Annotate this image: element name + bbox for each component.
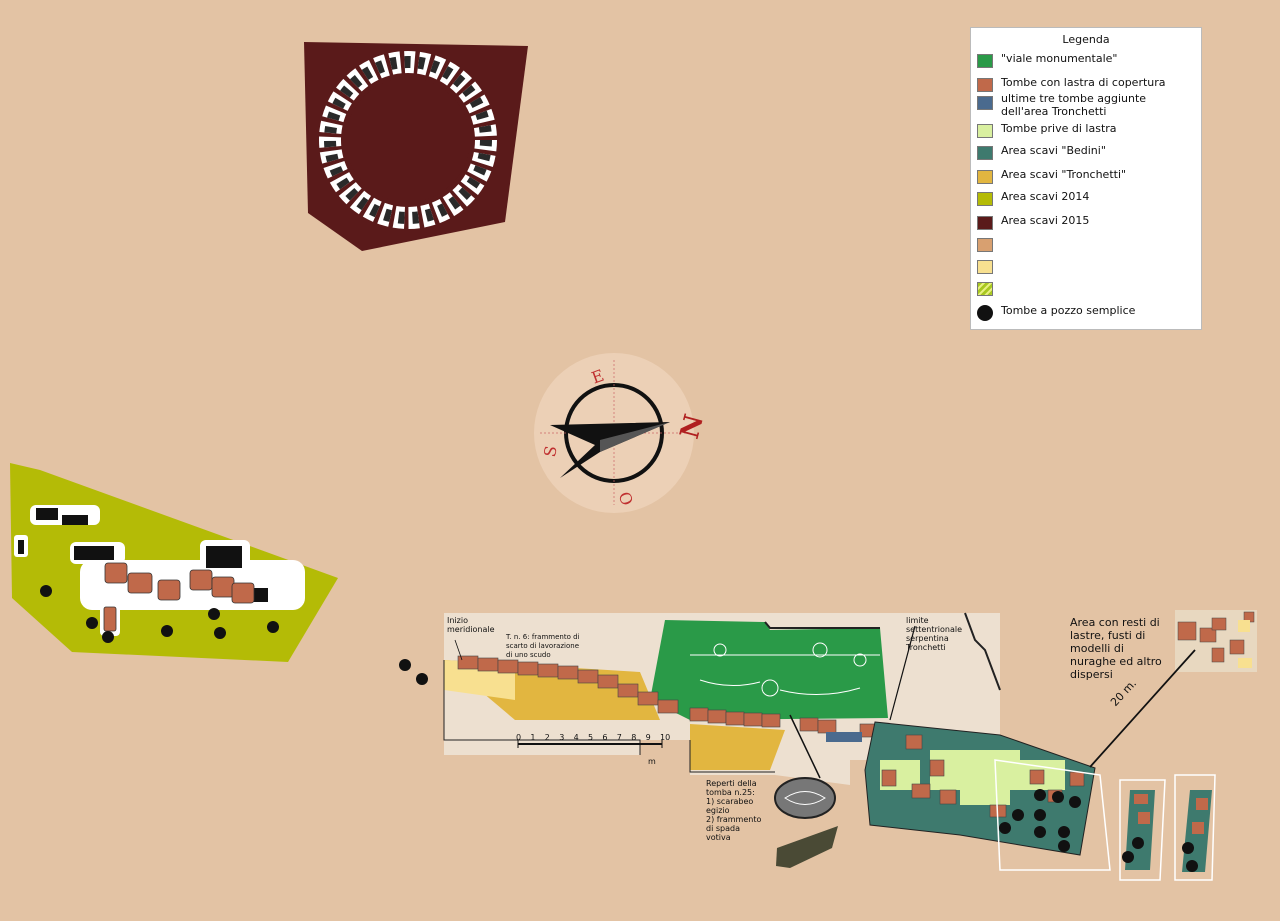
legend-item [977, 236, 1199, 256]
scale-tick-label: 9 [645, 733, 651, 742]
scale-tick-label: 10 [660, 733, 671, 742]
reperti-item-1: 1) scarabeo egizio [706, 797, 754, 815]
scale-tick-label: 1 [530, 733, 536, 742]
legend-label: Area scavi "Bedini" [1001, 144, 1106, 157]
scale-tick-label: 5 [588, 733, 594, 742]
legend-item: Area scavi 2014 [977, 190, 1199, 210]
annotation-reperti: Reperti della tomba n.25: 1) scarabeo eg… [706, 779, 762, 842]
legend-swatch [977, 216, 993, 230]
legend-swatch [977, 170, 993, 184]
legend-swatch [977, 238, 993, 252]
compass-s: S [540, 444, 561, 458]
legend-item [977, 280, 1199, 300]
legend-swatch [977, 192, 993, 206]
legend-label: Tombe con lastra di copertura [1001, 76, 1166, 89]
annotation-area-resti: Area con resti di lastre, fusti di model… [1070, 616, 1162, 681]
annotation-frammento: T. n. 6: frammento di scarto di lavorazi… [506, 633, 580, 659]
legend-item [977, 258, 1199, 278]
legend-item: Area scavi 2015 [977, 214, 1199, 234]
sword-fragment-artifact [776, 826, 838, 868]
legend-swatch [977, 78, 993, 92]
legend-item: ultime tre tombe aggiunte dell'area Tron… [977, 92, 1199, 118]
area-2014 [10, 463, 338, 662]
legend-swatch [977, 96, 993, 110]
legend-label: Area scavi 2015 [1001, 214, 1090, 227]
legend-label: Area scavi "Tronchetti" [1001, 168, 1127, 181]
reperti-title: Reperti della tomba n.25: [706, 779, 757, 797]
scale-unit: m [648, 757, 656, 766]
scale-bar [517, 740, 663, 748]
legend-title: Legenda [1062, 33, 1110, 46]
legend-item: "viale monumentale" [977, 52, 1199, 72]
legend: Legenda "viale monumentale" Tombe con las… [970, 27, 1202, 330]
annotation-limite: limite settentrionale serpentina Tronche… [906, 616, 963, 652]
legend-label: Tombe prive di lastra [1001, 122, 1117, 135]
annotation-inizio: Inizio meridionale [447, 616, 495, 634]
legend-label: Tombe a pozzo semplice [1001, 304, 1136, 317]
scale-tick-label: 4 [573, 733, 579, 742]
legend-item: Tombe a pozzo semplice [977, 304, 1199, 324]
scale-tick-label: 8 [631, 733, 637, 742]
scale-tick-label: 6 [602, 733, 608, 742]
legend-item: Area scavi "Bedini" [977, 144, 1199, 164]
scale-tick-label: 7 [616, 733, 622, 742]
reperti-item-2: 2) frammento di spada votiva [706, 815, 762, 842]
legend-item: Tombe prive di lastra [977, 122, 1199, 142]
scale-tick-label: 2 [544, 733, 550, 742]
compass-o: O [615, 489, 637, 508]
legend-label: "viale monumentale" [1001, 52, 1118, 65]
legend-label: Area scavi 2014 [1001, 190, 1090, 203]
scale-tick-label: 0 [516, 733, 522, 742]
legend-swatch [977, 260, 993, 274]
area-2015 [304, 42, 528, 251]
legend-label: ultime tre tombe aggiunte dell'area Tron… [1001, 92, 1147, 118]
legend-item: Tombe con lastra di copertura [977, 76, 1199, 96]
legend-swatch [977, 146, 993, 160]
legend-swatch [977, 54, 993, 68]
scale-tick-label: 3 [559, 733, 565, 742]
legend-swatch [977, 282, 993, 296]
main-plan [399, 610, 1257, 881]
legend-item: Area scavi "Tronchetti" [977, 168, 1199, 188]
compass-rose: N E S O [534, 353, 710, 513]
legend-swatch [977, 124, 993, 138]
black-dot-icon [977, 305, 993, 321]
scarab-artifact [774, 777, 836, 819]
